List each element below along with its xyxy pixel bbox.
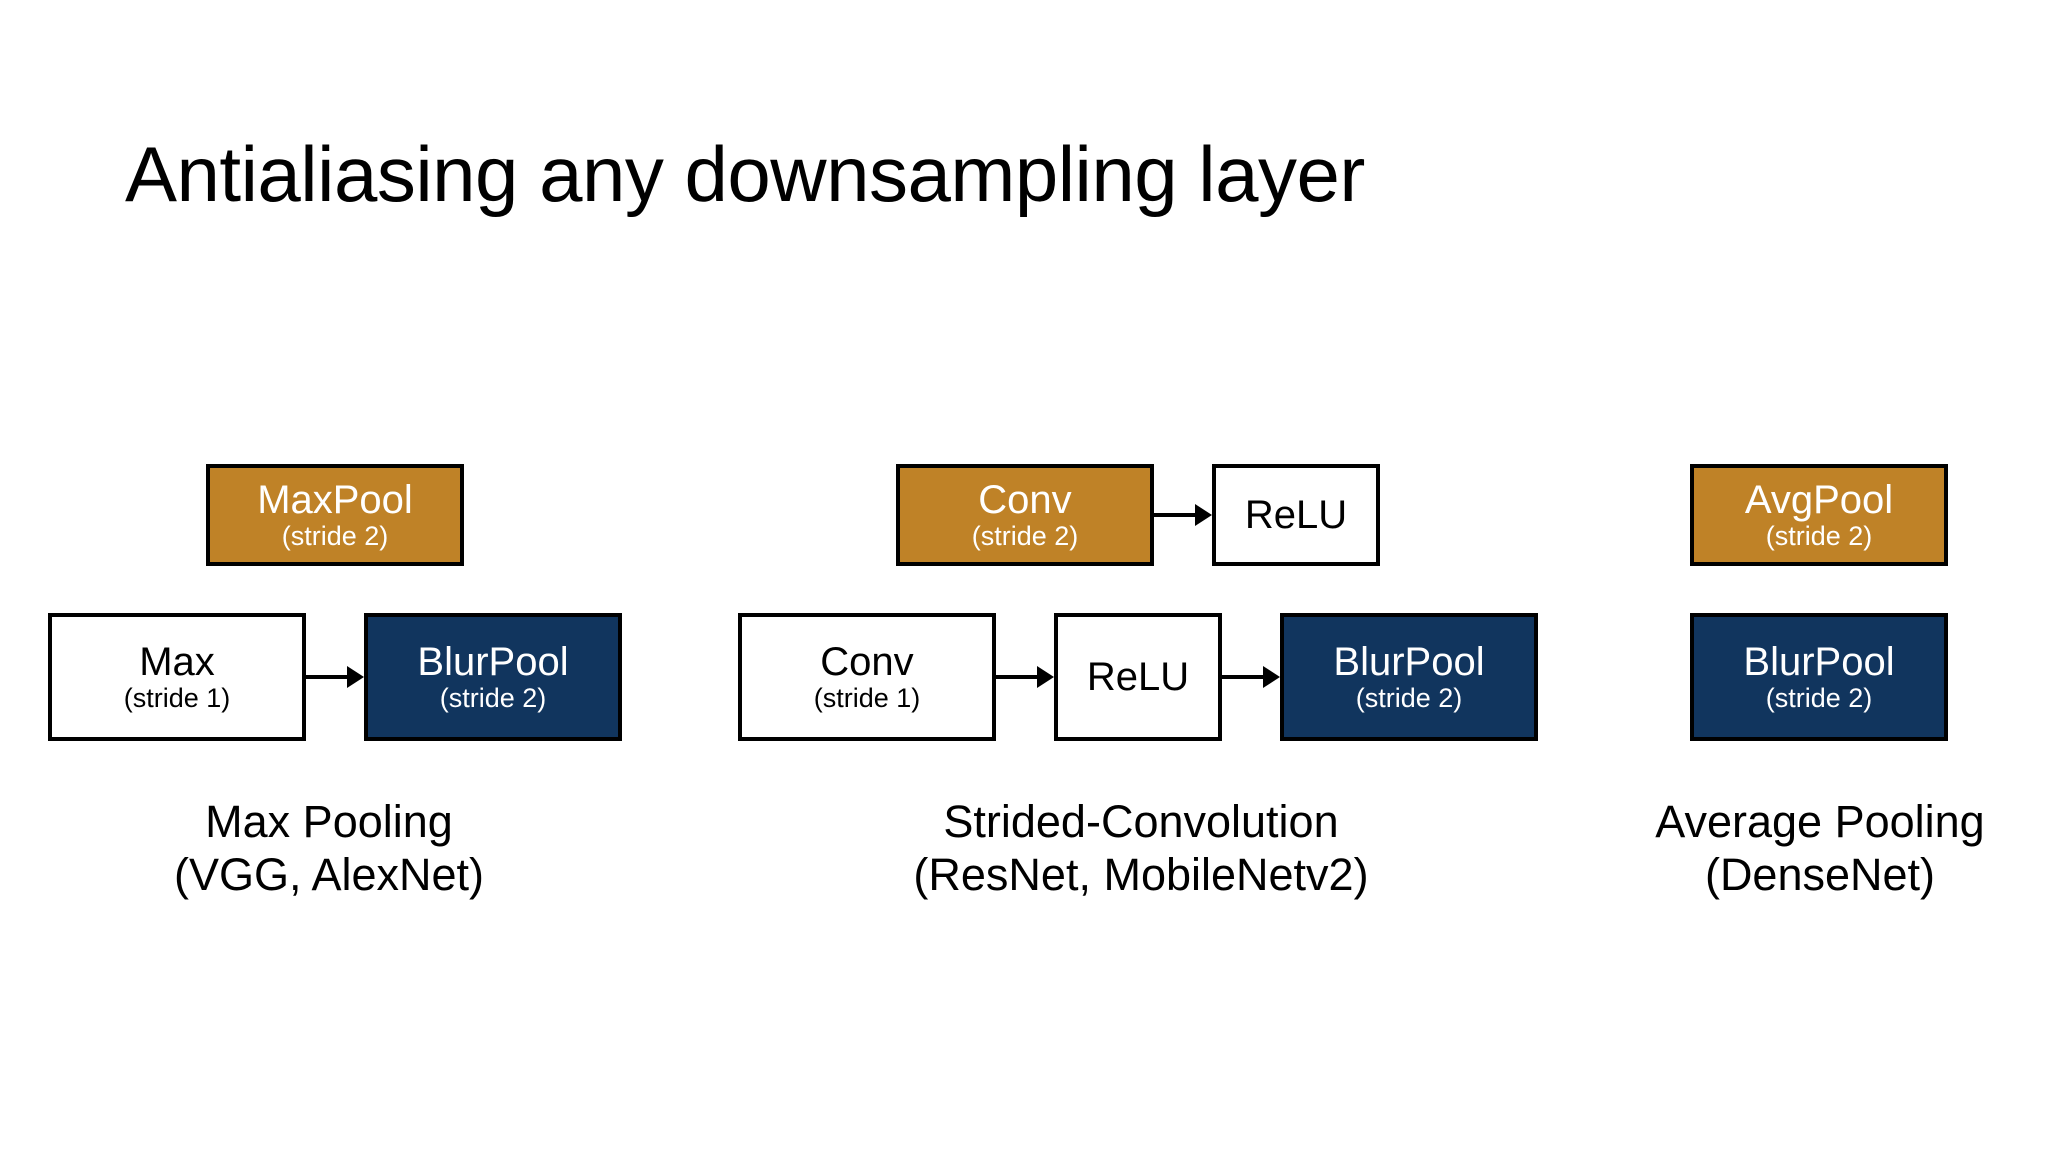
arrow-shaft <box>1154 513 1196 517</box>
caption-line-1: Average Pooling <box>1655 796 1985 847</box>
node-label: ReLU <box>1086 654 1190 699</box>
arrow-head <box>1195 504 1212 526</box>
caption-line-1: Max Pooling <box>205 796 453 847</box>
node-sublabel: (stride 2) <box>1765 520 1873 551</box>
node-relu-bottom[interactable]: ReLU <box>1054 613 1222 741</box>
node-sublabel: (stride 2) <box>439 682 547 713</box>
node-sublabel: (stride 1) <box>813 682 921 713</box>
caption-line-1: Strided-Convolution <box>943 796 1339 847</box>
node-relu-top[interactable]: ReLU <box>1212 464 1380 566</box>
caption-strided-convolution: Strided-Convolution (ResNet, MobileNetv2… <box>726 795 1556 901</box>
arrow-head <box>1037 666 1054 688</box>
arrow-head <box>347 666 364 688</box>
node-label: MaxPool <box>257 477 413 522</box>
node-label: Max <box>139 639 215 684</box>
node-sublabel: (stride 1) <box>123 682 231 713</box>
node-label: ReLU <box>1244 492 1348 537</box>
node-conv-stride2[interactable]: Conv (stride 2) <box>896 464 1154 566</box>
node-maxpool-stride2[interactable]: MaxPool (stride 2) <box>206 464 464 566</box>
node-label: BlurPool <box>1743 639 1895 684</box>
arrow-shaft <box>1222 675 1264 679</box>
node-conv-stride1[interactable]: Conv (stride 1) <box>738 613 996 741</box>
node-avgpool-stride2[interactable]: AvgPool (stride 2) <box>1690 464 1948 566</box>
arrow-shaft <box>996 675 1038 679</box>
slide-title: Antialiasing any downsampling layer <box>125 130 1365 218</box>
caption-average-pooling: Average Pooling (DenseNet) <box>1610 795 2030 901</box>
node-max-stride1[interactable]: Max (stride 1) <box>48 613 306 741</box>
node-blurpool-stride2[interactable]: BlurPool (stride 2) <box>1690 613 1948 741</box>
arrow-head <box>1263 666 1280 688</box>
node-label: BlurPool <box>1333 639 1485 684</box>
node-blurpool-stride2[interactable]: BlurPool (stride 2) <box>1280 613 1538 741</box>
node-sublabel: (stride 2) <box>281 520 389 551</box>
node-label: Conv <box>820 639 914 684</box>
node-label: AvgPool <box>1744 477 1894 522</box>
caption-max-pooling: Max Pooling (VGG, AlexNet) <box>40 795 618 901</box>
node-label: Conv <box>978 477 1072 522</box>
node-sublabel: (stride 2) <box>1355 682 1463 713</box>
node-sublabel: (stride 2) <box>971 520 1079 551</box>
node-label: BlurPool <box>417 639 569 684</box>
node-sublabel: (stride 2) <box>1765 682 1873 713</box>
caption-line-2: (DenseNet) <box>1704 849 1936 901</box>
caption-line-2: (VGG, AlexNet) <box>173 849 485 901</box>
node-blurpool-stride2[interactable]: BlurPool (stride 2) <box>364 613 622 741</box>
caption-line-2: (ResNet, MobileNetv2) <box>913 849 1369 901</box>
arrow-shaft <box>306 675 348 679</box>
